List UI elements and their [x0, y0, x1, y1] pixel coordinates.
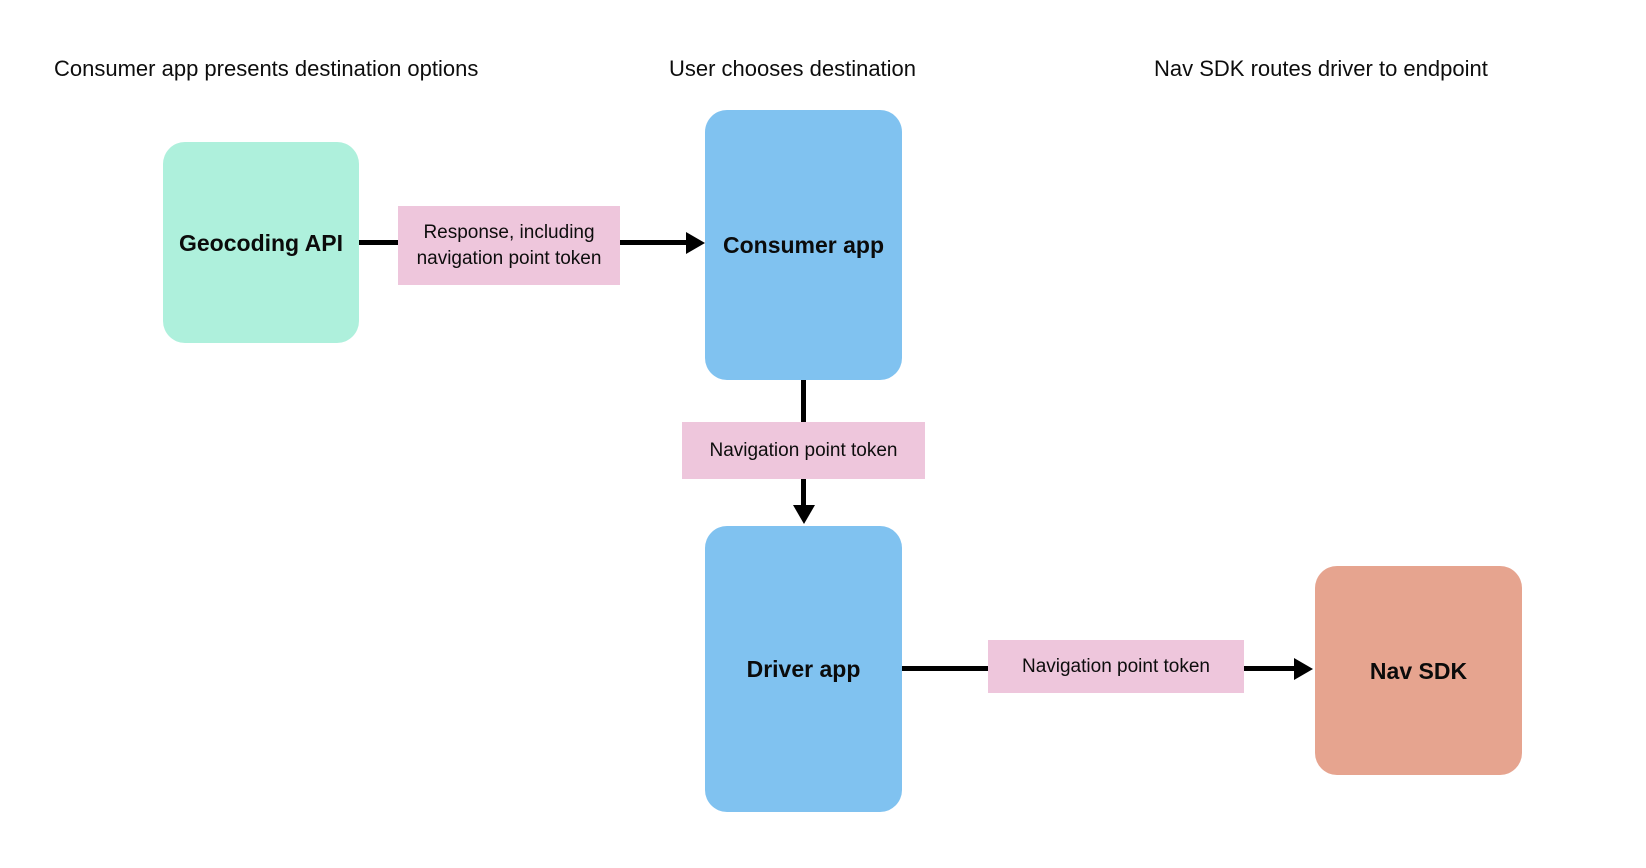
column-header-user-chooses: User chooses destination: [669, 56, 917, 81]
node-driver-app[interactable]: Driver app: [705, 526, 902, 812]
node-geocoding-api-label: Geocoding API: [179, 229, 343, 256]
edge-geocoding-to-consumer-line-left: [359, 240, 401, 245]
arrow-right-icon-to-nav-sdk: [1294, 658, 1313, 680]
edge-label-response-including-navigation-point-token: Response, including navigation point tok…: [398, 206, 620, 285]
node-consumer-app[interactable]: Consumer app: [705, 110, 902, 380]
column-header-nav-sdk-routes: Nav SDK routes driver to endpoint: [1154, 56, 1488, 81]
edge-driver-to-navsdk-line-left: [902, 666, 990, 671]
edge-consumer-to-driver-line-bottom: [801, 479, 806, 509]
edge-geocoding-to-consumer-line-right: [620, 240, 688, 245]
edge-label-navigation-point-token-vertical-text: Navigation point token: [709, 439, 898, 461]
node-consumer-app-label: Consumer app: [722, 232, 885, 258]
edge-label-navigation-point-token-horizontal-text: Navigation point token: [1021, 655, 1210, 677]
node-geocoding-api[interactable]: Geocoding API: [163, 142, 359, 343]
arrow-right-icon-to-consumer-app: [686, 232, 705, 254]
arrow-down-icon-to-driver-app: [793, 505, 815, 524]
column-header-consumer-app-presents: Consumer app presents destination option…: [54, 56, 479, 81]
node-nav-sdk-label: Nav SDK: [1369, 657, 1468, 684]
edge-consumer-to-driver-line-top: [801, 380, 806, 424]
edge-label-navigation-point-token-vertical: Navigation point token: [682, 422, 925, 479]
node-nav-sdk[interactable]: Nav SDK: [1315, 566, 1522, 775]
edge-driver-to-navsdk-line-right: [1244, 666, 1296, 671]
edge-label-response-text: Response, including navigation point tok…: [416, 221, 602, 269]
edge-label-navigation-point-token-horizontal: Navigation point token: [988, 640, 1244, 693]
node-driver-app-label: Driver app: [746, 656, 861, 682]
